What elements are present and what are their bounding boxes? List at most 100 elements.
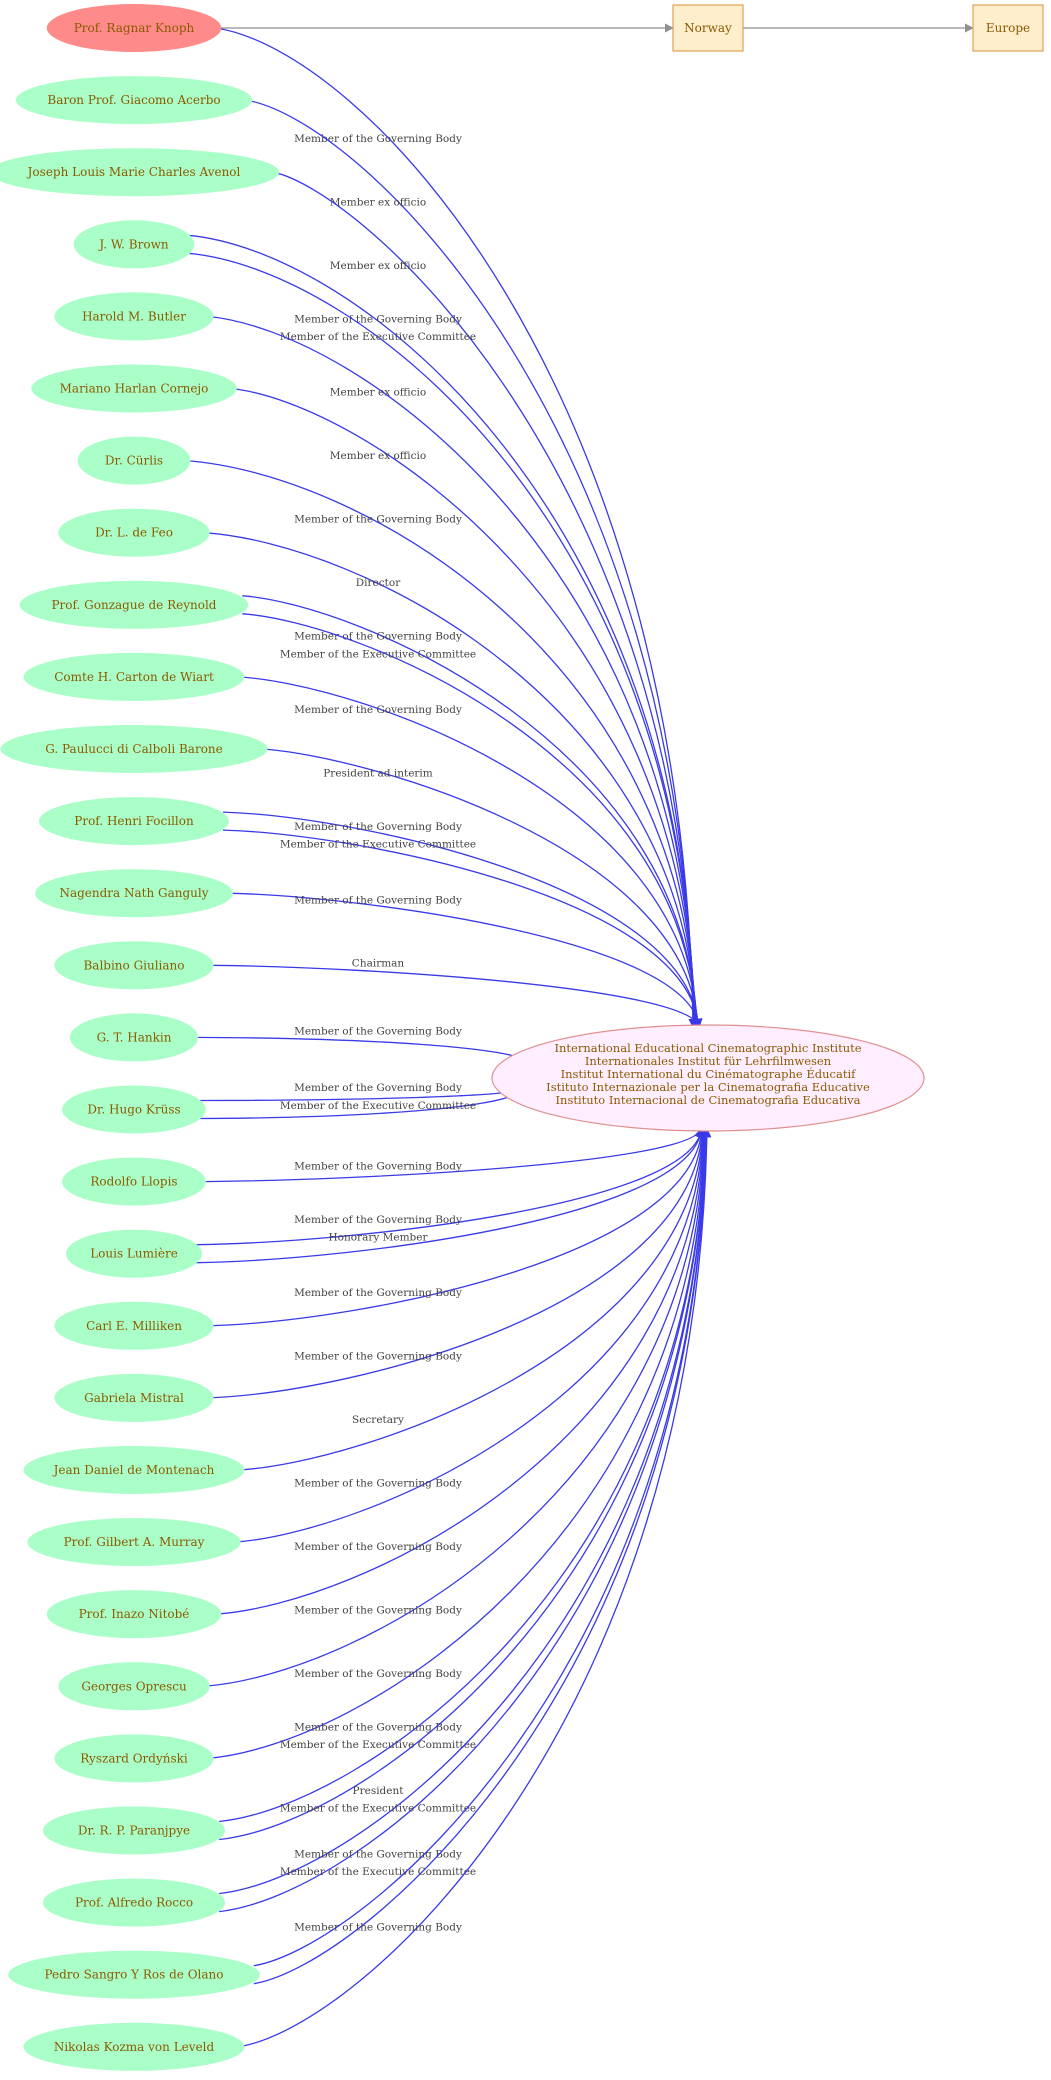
edge-person-to-institute <box>222 811 703 1028</box>
person-name: Dr. Hugo Krüss <box>87 1103 180 1117</box>
edge-label: Director <box>356 577 401 589</box>
person-name: Prof. Alfredo Rocco <box>75 1896 193 1910</box>
person-node-mariano-harlan-cornejo[interactable]: Mariano Harlan Cornejo <box>31 364 237 413</box>
person-node-shape <box>19 580 249 629</box>
person-node-baron-prof-giacomo-acerbo[interactable]: Baron Prof. Giacomo Acerbo <box>15 76 253 125</box>
person-node-j-w-brown[interactable]: J. W. Brown <box>73 220 195 269</box>
edge-person-to-institute <box>219 1128 710 1841</box>
edge-person-to-institute <box>215 1128 709 1615</box>
edge-person-to-institute <box>196 1128 706 1264</box>
edge-label: President <box>353 1785 405 1797</box>
person-node-shape <box>42 1878 226 1927</box>
person-node-dr-curlis[interactable]: Dr. Cürlis <box>77 436 191 485</box>
edge-label: Member of the Governing Body <box>294 1478 462 1490</box>
person-node-shape <box>54 941 214 990</box>
country-node-europe[interactable]: Europe <box>972 4 1044 52</box>
edge-person-to-institute <box>242 613 702 1028</box>
person-name: Pedro Sangro Y Ros de Olano <box>44 1968 223 1982</box>
person-node-nagendra-nath-ganguly[interactable]: Nagendra Nath Ganguly <box>35 869 233 918</box>
person-node-shape <box>27 1518 241 1567</box>
person-node-shape <box>54 1373 214 1422</box>
person-name: Rodolfo Llopis <box>90 1175 177 1189</box>
person-node-shape <box>65 1229 203 1278</box>
edge-label: Member of the Executive Committee <box>280 1739 476 1751</box>
person-node-g-t-hankin[interactable]: G. T. Hankin <box>69 1013 199 1062</box>
edge-person-to-institute <box>207 1128 707 1399</box>
person-node-prof-inazo-nitobe[interactable]: Prof. Inazo Nitobé <box>46 1590 222 1639</box>
edge-label: Member ex officio <box>330 387 426 399</box>
person-node-harold-m-butler[interactable]: Harold M. Butler <box>54 292 214 341</box>
edge-person-to-institute <box>219 1128 711 1913</box>
person-node-jean-daniel-de-montenach[interactable]: Jean Daniel de Montenach <box>23 1446 245 1494</box>
edge-person-to-institute <box>219 1128 711 1895</box>
edge-person-to-institute <box>222 829 703 1028</box>
person-node-shape <box>54 1301 214 1350</box>
country-node-norway[interactable]: Norway <box>672 4 744 52</box>
person-node-g-paulucci-di-calboli-barone[interactable]: G. Paulucci di Calboli Barone <box>0 725 268 773</box>
person-node-shape <box>46 1590 222 1639</box>
person-name: Dr. Cürlis <box>105 454 163 468</box>
person-node-shape <box>8 1950 260 1999</box>
edge-label: Member of the Governing Body <box>294 1668 462 1680</box>
person-name: Mariano Harlan Cornejo <box>60 382 209 396</box>
person-node-shape <box>23 1446 245 1494</box>
person-node-shape <box>23 2022 245 2071</box>
edge-person-to-institute <box>188 252 699 1028</box>
edge-person-to-institute <box>226 892 703 1028</box>
person-node-shape <box>69 1013 199 1062</box>
edge-person-to-institute <box>215 27 698 1028</box>
person-node-gabriela-mistral[interactable]: Gabriela Mistral <box>54 1373 214 1422</box>
edge-label: President ad interim <box>323 767 433 779</box>
edge-person-to-institute <box>207 1128 710 1760</box>
institute-name-line: Institut International du Cinématographe… <box>561 1067 857 1081</box>
edge-person-to-institute <box>196 1128 705 1246</box>
edge-label: Member of the Governing Body <box>294 1287 462 1299</box>
person-node-pedro-sangro-y-ros-de-olano[interactable]: Pedro Sangro Y Ros de Olano <box>8 1950 260 1999</box>
institute-node[interactable]: International Educational Cinematographi… <box>491 1024 925 1132</box>
edge-label: Member of the Executive Committee <box>280 331 476 343</box>
person-node-prof-gonzague-de-reynold[interactable]: Prof. Gonzague de Reynold <box>19 580 249 629</box>
edge-label: Member of the Executive Committee <box>280 1100 476 1112</box>
person-node-prof-henri-focillon[interactable]: Prof. Henri Focillon <box>39 797 229 846</box>
person-node-dr-r-p-paranjpye[interactable]: Dr. R. P. Paranjpye <box>42 1806 226 1855</box>
person-node-prof-alfredo-rocco[interactable]: Prof. Alfredo Rocco <box>42 1878 226 1927</box>
edge-person-to-institute <box>203 1128 709 1687</box>
person-node-nikolas-kozma-von-leveld[interactable]: Nikolas Kozma von Leveld <box>23 2022 245 2071</box>
person-node-balbino-giuliano[interactable]: Balbino Giuliano <box>54 941 214 990</box>
edge-person-to-institute <box>184 459 701 1028</box>
person-name: Ryszard Ordyński <box>80 1751 188 1765</box>
person-node-prof-gilbert-a-murray[interactable]: Prof. Gilbert A. Murray <box>27 1518 241 1567</box>
person-node-shape <box>0 725 268 773</box>
edge-label: Member of the Governing Body <box>294 704 462 716</box>
person-node-prof-ragnar-knoph[interactable]: Prof. Ragnar Knoph <box>46 4 222 52</box>
person-node-dr-l-de-feo[interactable]: Dr. L. de Feo <box>58 508 210 557</box>
country-node-box <box>672 4 744 52</box>
person-node-rodolfo-llopis[interactable]: Rodolfo Llopis <box>62 1157 206 1206</box>
person-node-georges-oprescu[interactable]: Georges Oprescu <box>58 1662 210 1711</box>
person-name: Joseph Louis Marie Charles Avenol <box>26 165 241 179</box>
edge-label: Member of the Governing Body <box>294 1026 462 1038</box>
person-node-carl-e-milliken[interactable]: Carl E. Milliken <box>54 1301 214 1350</box>
edge-label: Member of the Governing Body <box>294 894 462 906</box>
edge-label: Member of the Governing Body <box>294 1351 462 1363</box>
edge-label: Member of the Governing Body <box>294 821 462 833</box>
edge-label: Chairman <box>352 958 405 970</box>
person-node-comte-h-carton-de-wiart[interactable]: Comte H. Carton de Wiart <box>23 652 245 701</box>
edge-person-to-institute <box>238 1128 712 2048</box>
edge-person-to-institute <box>272 171 699 1028</box>
person-node-joseph-louis-marie-charles-avenol[interactable]: Joseph Louis Marie Charles Avenol <box>0 148 280 197</box>
edge-person-to-institute <box>192 1036 532 1065</box>
edge-label: Member of the Governing Body <box>294 1541 462 1553</box>
person-name: Jean Daniel de Montenach <box>52 1463 215 1477</box>
person-node-ryszard-ordynski[interactable]: Ryszard Ordyński <box>54 1734 214 1783</box>
edge-person-to-institute <box>230 387 700 1028</box>
person-name: Prof. Gonzague de Reynold <box>51 598 216 612</box>
edge-person-to-institute <box>199 1128 703 1183</box>
edge-label: Member of the Governing Body <box>294 1721 462 1733</box>
person-name: Nikolas Kozma von Leveld <box>54 2040 215 2054</box>
person-node-louis-lumiere[interactable]: Louis Lumière <box>65 1229 203 1278</box>
person-node-dr-hugo-kruss[interactable]: Dr. Hugo Krüss <box>62 1085 206 1134</box>
edge-label: Secretary <box>352 1414 404 1426</box>
edge-person-to-institute <box>207 964 702 1028</box>
